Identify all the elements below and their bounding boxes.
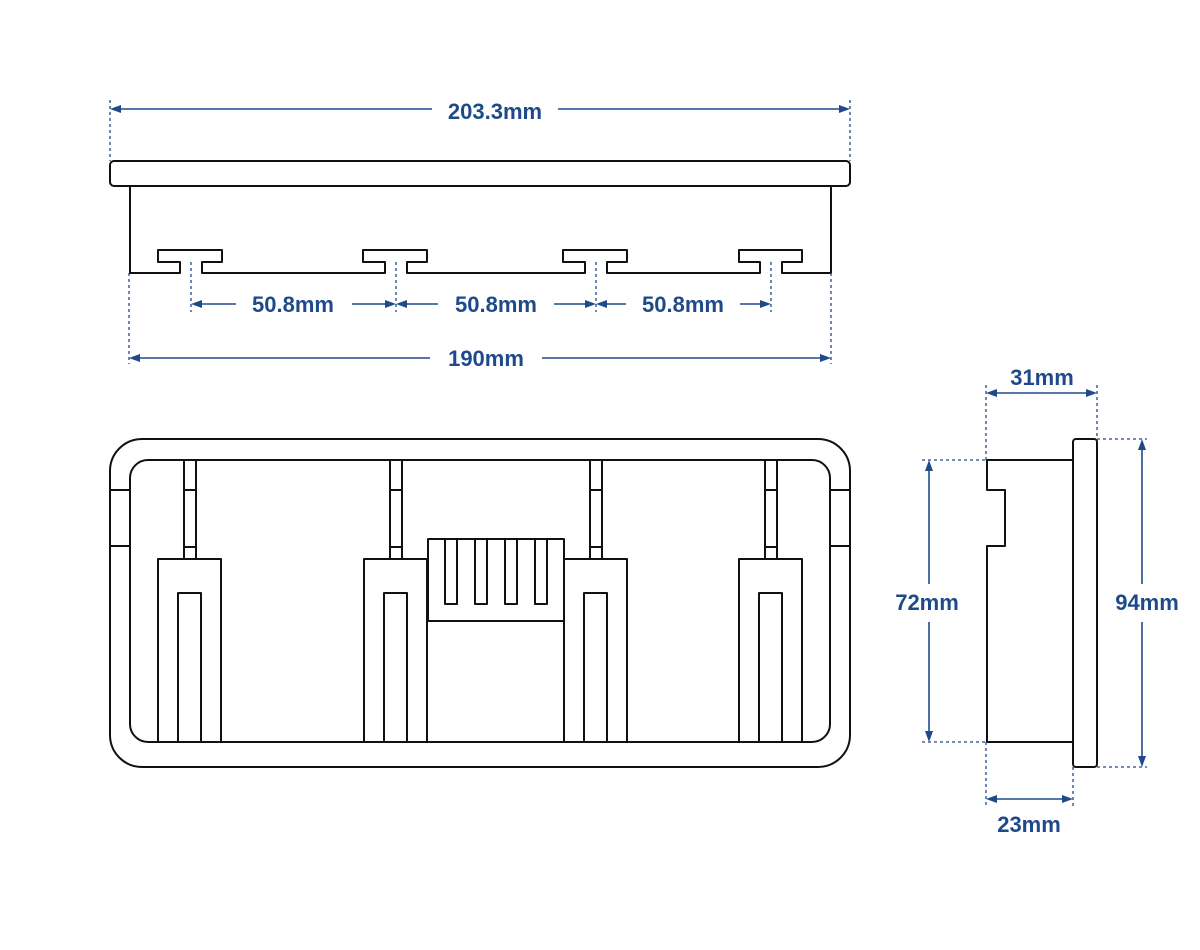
dim-label-spacing-2: 50.8mm (455, 292, 537, 317)
dim-side-inner-height: 72mm (895, 459, 987, 743)
dim-label-side-depth-top: 31mm (1010, 365, 1074, 390)
center-comb (427, 538, 565, 622)
u-clip-2 (363, 558, 428, 743)
top-profile-view (109, 160, 851, 274)
u-clip-1 (157, 558, 222, 743)
dim-side-depth-bottom: 23mm (985, 742, 1074, 837)
dim-label-base-width: 190mm (448, 346, 524, 371)
side-view (986, 438, 1098, 768)
arrow-right (839, 105, 850, 113)
dim-label-side-inner-height: 72mm (895, 590, 959, 615)
dim-overall-width: 203.3mm (109, 99, 851, 161)
arrow-left (110, 105, 121, 113)
u-clip-4 (738, 558, 803, 743)
dim-base-width: 190mm (128, 273, 832, 371)
body-profile-outline (129, 185, 832, 274)
dim-side-outer-height: 94mm (1097, 438, 1179, 768)
dim-label-side-depth-bottom: 23mm (997, 812, 1061, 837)
u-clip-3 (563, 558, 628, 743)
flange-outline (109, 160, 851, 187)
dim-label-overall-width: 203.3mm (448, 99, 542, 124)
dim-label-spacing-1: 50.8mm (252, 292, 334, 317)
side-flange (1072, 438, 1098, 768)
u-clips (157, 558, 803, 743)
dim-label-side-outer-height: 94mm (1115, 590, 1179, 615)
dim-side-depth-top: 31mm (985, 365, 1098, 460)
side-body (986, 459, 1074, 743)
front-view (109, 438, 851, 768)
dim-label-spacing-3: 50.8mm (642, 292, 724, 317)
dim-slot-spacing: 50.8mm 50.8mm 50.8mm (190, 262, 772, 317)
